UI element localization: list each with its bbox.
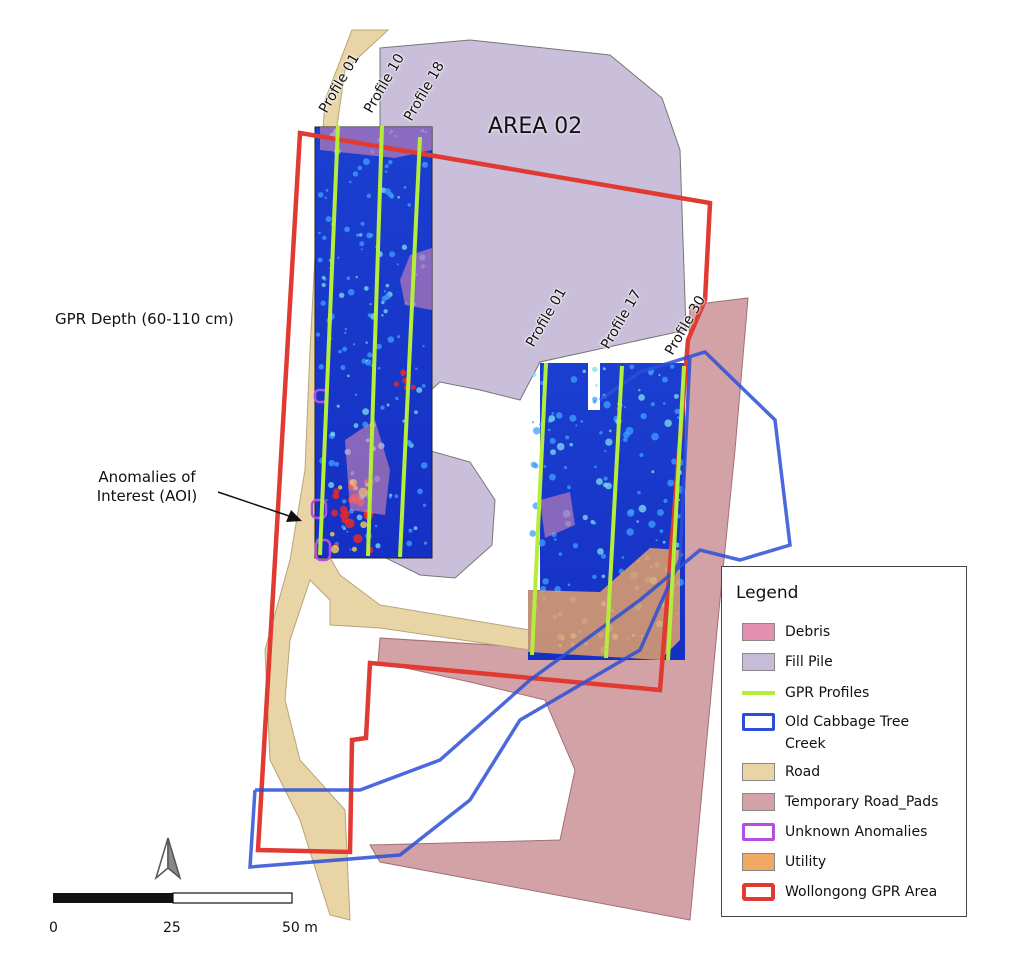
scale-tick-0: 0	[49, 920, 58, 936]
legend: Legend Debris Fill Pile GPR Profiles Old…	[721, 566, 967, 917]
legend-item-gpr-area: Wollongong GPR Area	[742, 883, 937, 905]
area-label: AREA 02	[488, 114, 583, 139]
legend-title: Legend	[736, 583, 799, 603]
legend-item-gpr-profiles: GPR Profiles	[742, 684, 869, 706]
scale-tick-25: 25	[163, 920, 181, 936]
aoi-arrowhead	[286, 510, 302, 522]
legend-item-unknown-anomalies: Unknown Anomalies	[742, 823, 927, 845]
wollongong-gpr-area	[255, 130, 713, 855]
unknown-anomalies	[310, 388, 332, 562]
legend-item-fill-pile: Fill Pile	[742, 653, 833, 675]
gpr-profiles	[318, 124, 686, 661]
debris-area	[345, 420, 390, 515]
fill-pile	[379, 39, 687, 579]
legend-item-creek: Old Cabbage Tree Creek	[742, 713, 915, 755]
debris-area	[400, 248, 432, 310]
legend-item-debris: Debris	[742, 623, 830, 645]
scale-bar	[53, 892, 293, 904]
utility	[528, 548, 680, 660]
scale-tick-50: 50 m	[282, 920, 318, 936]
legend-item-road: Road	[742, 763, 820, 785]
aoi-label: Anomalies of Interest (AOI)	[96, 468, 198, 505]
legend-item-utility: Utility	[742, 853, 826, 875]
debris-area	[540, 492, 575, 538]
aoi-arrow	[217, 491, 293, 518]
depth-label: GPR Depth (60-110 cm)	[55, 310, 234, 328]
legend-item-temporary-road-pads: Temporary Road_Pads	[742, 793, 938, 815]
temporary-road-pads	[369, 297, 749, 921]
north-arrow-icon	[154, 837, 182, 881]
